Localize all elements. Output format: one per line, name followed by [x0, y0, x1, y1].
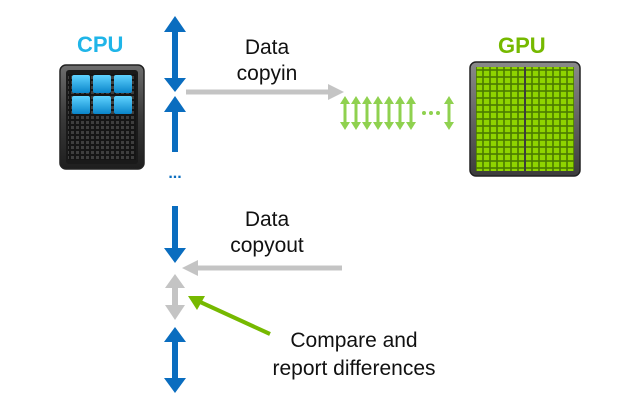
copyin-arrow [186, 84, 344, 100]
compare-double-arrow [165, 274, 185, 320]
copyout-label-line2: copyout [230, 234, 304, 257]
thread-arrow [362, 96, 372, 130]
timeline-double-arrow-bottom [164, 327, 186, 393]
timeline-double-arrow [164, 16, 186, 92]
copyout-label-line1: Data [244, 208, 290, 231]
compare-label-line2: report differences [272, 357, 436, 380]
thread-arrow [351, 96, 361, 130]
thread-arrow [384, 96, 394, 130]
thread-arrow [395, 96, 405, 130]
copyout-arrow [182, 260, 342, 276]
thread-arrow [444, 96, 454, 130]
copyout-label: Data copyout [212, 207, 322, 259]
copyin-label: Data copyin [222, 35, 312, 87]
compare-pointer-arrow [188, 296, 271, 336]
timeline-down-arrow [164, 206, 186, 263]
compare-label-line1: Compare and [290, 329, 418, 352]
compare-label: Compare and report differences [256, 327, 452, 383]
copyin-label-line1: Data [244, 36, 290, 59]
copyin-label-line2: copyin [236, 62, 298, 85]
thread-arrow [373, 96, 383, 130]
gpu-chip-icon [469, 61, 581, 177]
thread-arrow [406, 96, 416, 130]
cpu-core-grid [72, 75, 132, 114]
thread-ellipsis [422, 111, 440, 115]
gpu-parallel-threads [340, 96, 454, 130]
cpu-timeline [164, 16, 186, 393]
gpu-label: GPU [498, 33, 546, 58]
timeline-up-arrow [164, 96, 186, 152]
cpu-chip-icon [59, 64, 145, 170]
cpu-label: CPU [77, 32, 124, 57]
timeline-ellipsis: ... [168, 165, 182, 182]
thread-arrow [340, 96, 350, 130]
